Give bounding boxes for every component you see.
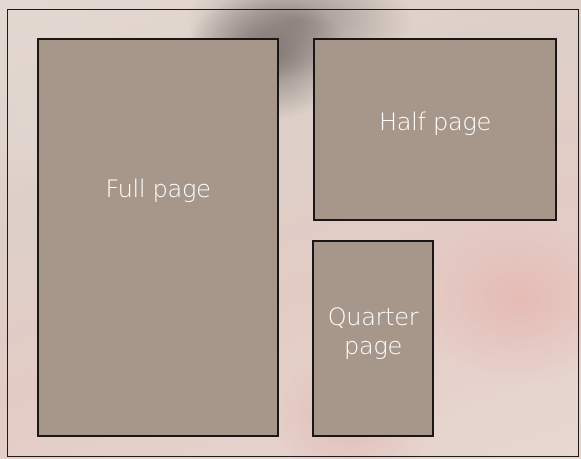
quarter-page-box[interactable]: Quarter page [312,240,434,437]
quarter-page-label-line1: Quarter [328,303,419,332]
full-page-label: Full page [105,175,210,204]
half-page-label: Half page [379,108,491,137]
quarter-page-label: Quarter page [328,303,419,361]
half-page-box[interactable]: Half page [313,38,557,221]
quarter-page-label-line2: page [328,332,419,361]
full-page-box[interactable]: Full page [37,38,279,437]
